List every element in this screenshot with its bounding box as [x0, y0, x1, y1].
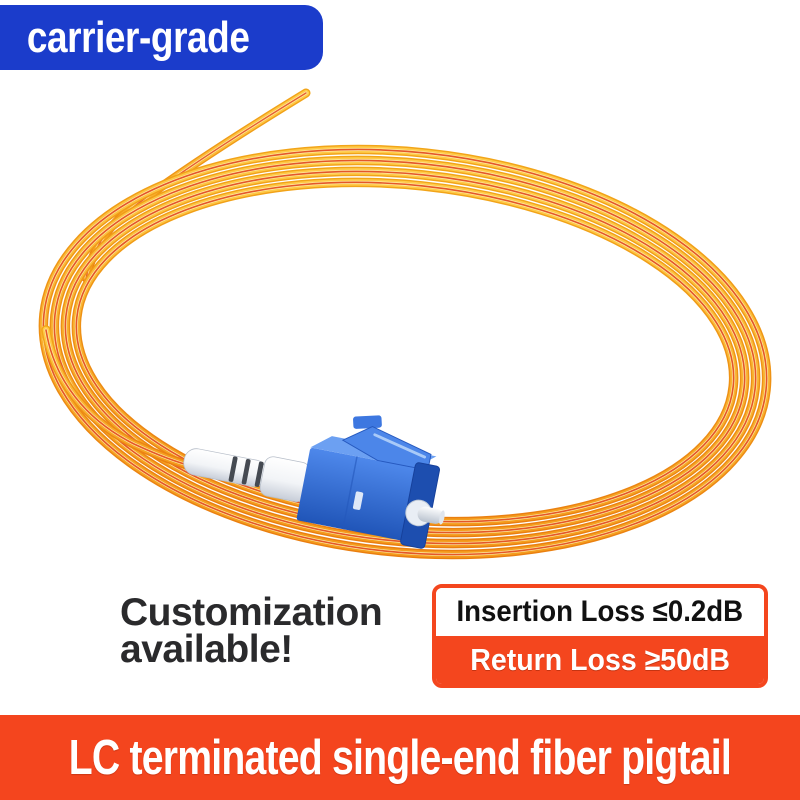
- boot-rib: [228, 456, 238, 482]
- spec-return-loss-label: Return Loss ≥50dB: [470, 642, 730, 677]
- promo-text: Customization available!: [120, 591, 383, 671]
- title-banner: LC terminated single-end fiber pigtail: [0, 715, 800, 800]
- connector-ferrule: [417, 506, 444, 524]
- latch-highlight: [373, 433, 427, 459]
- connector-slot: [352, 491, 364, 510]
- body-seam: [342, 456, 358, 530]
- promo-line2: available!: [120, 628, 293, 671]
- carrier-grade-badge: carrier-grade: [0, 5, 323, 70]
- lc-connector: [183, 415, 445, 549]
- ferrule-tip: [439, 510, 445, 525]
- title-banner-label: LC terminated single-end fiber pigtail: [68, 730, 732, 785]
- badge-label: carrier-grade: [26, 12, 250, 62]
- spec-insertion-loss: Insertion Loss ≤0.2dB: [436, 588, 764, 636]
- boot-rib: [241, 458, 251, 485]
- spec-return-loss: Return Loss ≥50dB: [436, 636, 764, 684]
- spec-box: Insertion Loss ≤0.2dB Return Loss ≥50dB: [432, 584, 768, 688]
- latch-tab: [353, 415, 382, 429]
- spec-insertion-loss-label: Insertion Loss ≤0.2dB: [456, 595, 744, 628]
- promo-line1: Customization: [120, 591, 383, 634]
- boot-rib: [254, 461, 264, 487]
- connector-latch: [341, 426, 432, 471]
